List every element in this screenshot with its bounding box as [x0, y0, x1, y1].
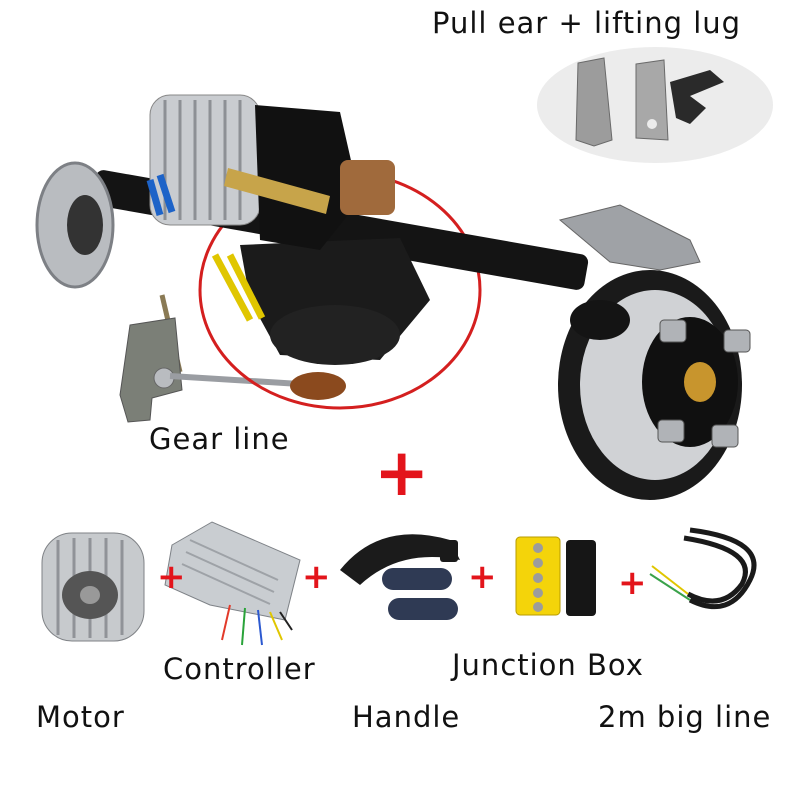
handle-label: Handle — [352, 700, 461, 734]
junction-box-label: Junction Box — [452, 648, 644, 682]
plus-sign: + — [468, 557, 497, 597]
brake-disc-hub — [558, 204, 751, 500]
pull-ear-lifting-lug-label: Pull ear + lifting lug — [432, 6, 742, 40]
plus-sign: + — [157, 557, 186, 597]
junction-box-part — [515, 536, 596, 616]
gear-line-label: Gear line — [149, 422, 290, 456]
pull-ear-lug-display — [537, 47, 773, 163]
big-line-label: 2m big line — [598, 700, 772, 734]
plus-sign: + — [618, 563, 647, 603]
handle-part — [340, 534, 460, 620]
motor-part — [41, 532, 145, 642]
gear-shifter — [119, 294, 346, 423]
controller-label: Controller — [163, 652, 316, 686]
controller-part — [164, 521, 301, 646]
big-line-part — [649, 527, 757, 610]
mounted-motor — [146, 94, 395, 322]
motor-label: Motor — [36, 700, 125, 734]
plus-sign: + — [302, 557, 331, 597]
big-plus-sign: + — [374, 434, 430, 511]
